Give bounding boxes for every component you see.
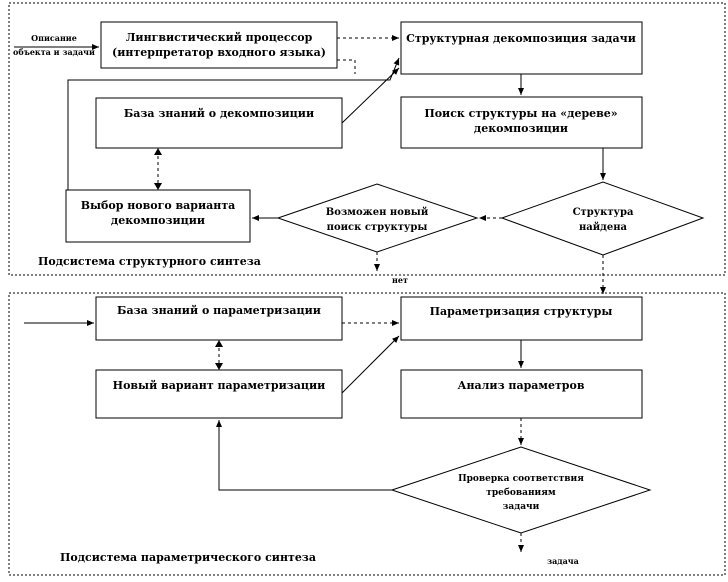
kb-decomposition-box: База знаний о декомпозиции [95, 97, 343, 149]
kb-param-arrowhead-bottom [215, 363, 223, 370]
param-structure-line1: Параметризация структуры [430, 305, 613, 318]
kb-param-box: База знаний о параметризации [95, 296, 343, 341]
parametric-subsystem-title: Подсистема параметрического синтеза [60, 551, 316, 564]
no-label: нет [392, 275, 408, 285]
param-analysis-line1: Анализ параметров [458, 379, 585, 392]
structure-found-line2: найдена [579, 222, 628, 233]
decomposition-line1: Структурная декомпозиция задачи [406, 32, 636, 45]
decomposition-box: Структурная декомпозиция задачи [400, 21, 643, 75]
input-label-line1: Описание [31, 33, 77, 43]
new-variant-line2: декомпозиции [111, 214, 205, 227]
new-param-box: Новый вариант параметризации [95, 369, 343, 419]
kb-decomposition-line1: База знаний о декомпозиции [124, 107, 314, 120]
structure-found-decision: Структура найдена [500, 181, 705, 256]
task-label: задача [547, 556, 579, 566]
structure-found-line1: Структура [573, 207, 634, 218]
param-structure-box: Параметризация структуры [400, 296, 643, 341]
tree-search-box: Поиск структуры на «дереве» декомпозиции [400, 96, 643, 149]
param-analysis-box: Анализ параметров [400, 369, 643, 419]
linguistic-to-kb-connector [337, 59, 356, 74]
kb-param-line1: База знаний о параметризации [117, 304, 321, 317]
requirements-line2: требованиям [486, 487, 556, 498]
requirements-line3: задачи [503, 502, 540, 512]
search-possible-line1: Возможен новый [326, 207, 429, 218]
kb-param-arrowhead-top [215, 340, 223, 347]
linguistic-processor-line1: Лингвистический процессор [126, 31, 313, 44]
tree-search-line1: Поиск структуры на «дереве» [424, 107, 617, 120]
variant-loop-connector [67, 57, 400, 190]
search-possible-line2: поиск структуры [327, 222, 428, 233]
requirements-decision: Проверка соответствия требованиям задачи [390, 446, 652, 534]
new-variant-box: Выбор нового варианта декомпозиции [65, 189, 251, 243]
parametric-subsystem-frame [8, 292, 726, 576]
new-param-line1: Новый вариант параметризации [113, 379, 326, 392]
check-to-newparam-connector [216, 420, 392, 491]
input-label-line2: объекта и задачи [13, 47, 95, 57]
linguistic-processor-line2: (интерпретатор входного языка) [112, 46, 326, 59]
new-variant-line1: Выбор нового варианта [81, 199, 236, 212]
kb-variant-arrowhead-bottom [154, 183, 162, 190]
linguistic-processor-box: Лингвистический процессор (интерпретатор… [100, 21, 338, 69]
search-possible-decision: Возможен новый поиск структуры [276, 183, 479, 253]
structural-subsystem-title: Подсистема структурного синтеза [38, 255, 261, 268]
structural-subsystem-frame [8, 2, 726, 276]
kb-variant-arrowhead-top [154, 148, 162, 155]
requirements-line1: Проверка соответствия [458, 474, 584, 484]
newparam-to-structure-arrow [341, 335, 400, 394]
kb-to-decomposition-arrow [341, 67, 400, 124]
tree-search-line2: декомпозиции [474, 122, 568, 135]
